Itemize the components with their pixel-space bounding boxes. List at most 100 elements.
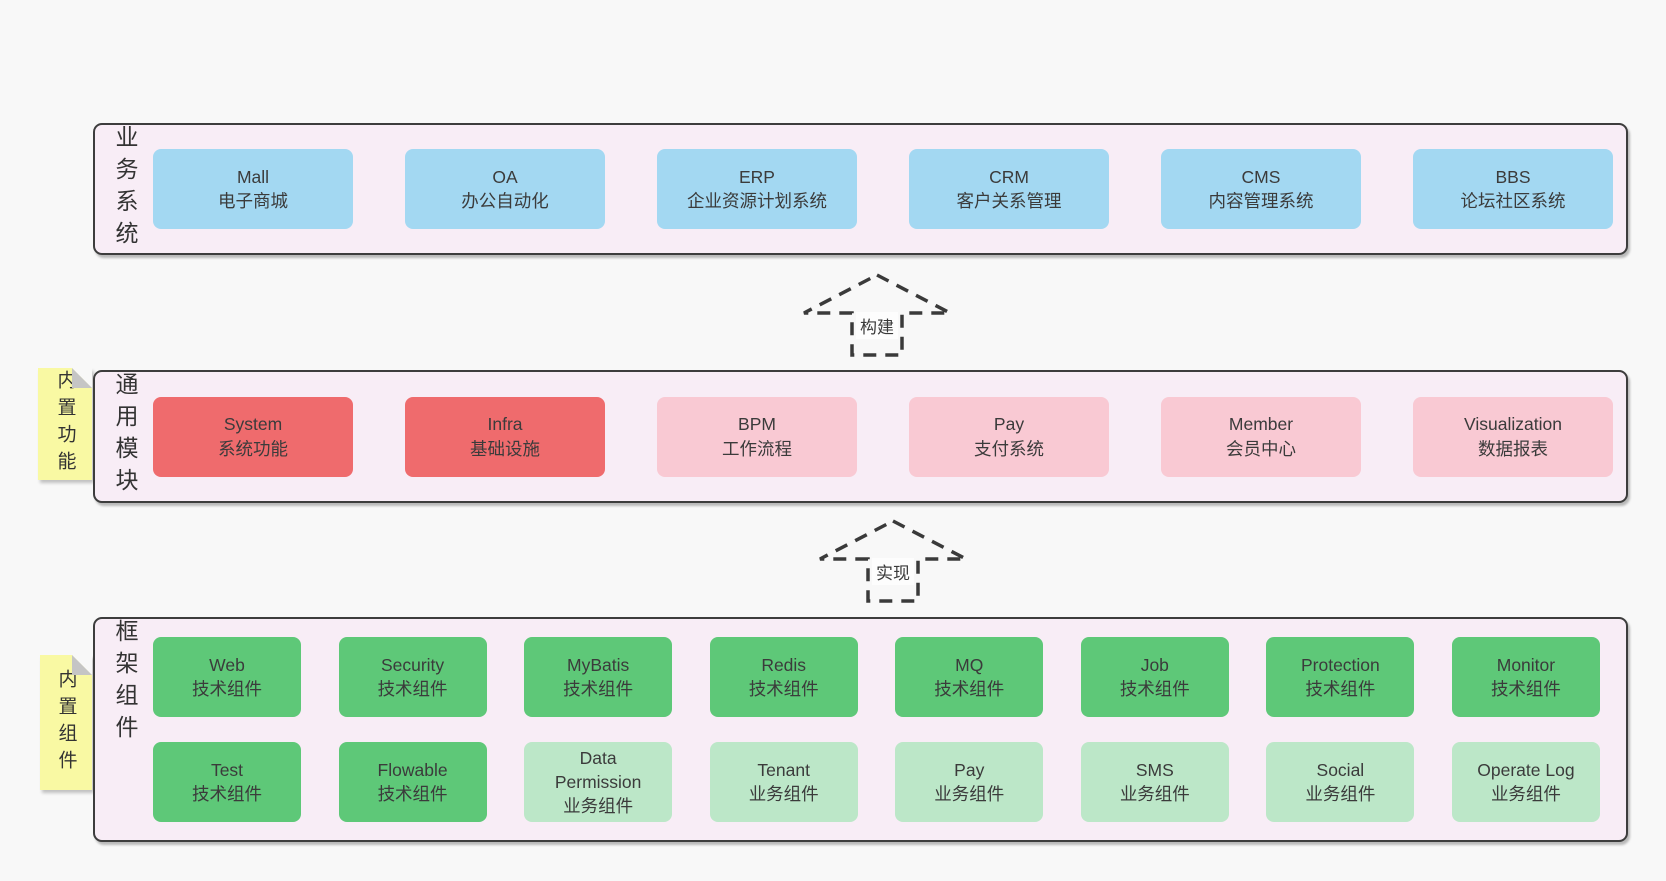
box-member: Member 会员中心	[1161, 396, 1361, 477]
box-subtitle: 业务组件	[1119, 784, 1190, 804]
box-title: Tenant	[757, 759, 810, 780]
arrow-label: 构建	[856, 312, 898, 339]
box-subtitle: 技术组件	[934, 679, 1005, 699]
box-title: OA	[492, 166, 518, 187]
box-title: Job	[1140, 654, 1169, 675]
box-subtitle: 基础设施	[470, 438, 540, 459]
folded-corner-icon	[72, 368, 92, 388]
box-test: Test 技术组件	[153, 742, 301, 822]
box-subtitle: 业务组件	[1305, 784, 1376, 804]
box-title: Visualization	[1464, 414, 1562, 435]
box-title: Social	[1316, 759, 1365, 780]
box-title: Mall	[236, 166, 270, 187]
box-subtitle: 支付系统	[974, 438, 1044, 459]
box-visualization: Visualization 数据报表	[1413, 396, 1613, 477]
box-subtitle: 技术组件	[1119, 679, 1190, 699]
box-subtitle: 工作流程	[722, 438, 792, 459]
box-title: Pay	[993, 414, 1025, 435]
box-subtitle: 数据报表	[1478, 438, 1548, 459]
box-sms: SMS 业务组件	[1080, 742, 1229, 822]
box-subtitle: 论坛社区系统	[1460, 191, 1566, 211]
box-subtitle: 技术组件	[1490, 679, 1561, 699]
implement-arrow: 实现	[813, 518, 973, 604]
builtin-features-note: 内置功能	[38, 368, 92, 480]
box-subtitle: 办公自动化	[461, 191, 549, 211]
box-erp: ERP 企业资源计划系统	[657, 149, 857, 229]
box-subtitle: 技术组件	[748, 679, 819, 699]
box-title: Flowable	[377, 759, 448, 780]
box-subtitle: 系统功能	[218, 438, 288, 459]
box-subtitle: 技术组件	[192, 679, 262, 699]
box-mall: Mall 电子商城	[153, 149, 353, 229]
box-title: MQ	[955, 654, 984, 675]
note-label: 内置组件	[55, 668, 77, 777]
box-subtitle: 电子商城	[218, 191, 288, 211]
box-subtitle: 业务组件	[1490, 784, 1561, 804]
box-security: Security 技术组件	[338, 637, 487, 717]
box-title: CRM	[989, 166, 1029, 187]
box-subtitle: 技术组件	[1305, 679, 1376, 699]
box-subtitle: 业务组件	[748, 784, 819, 804]
box-subtitle: 业务组件	[934, 784, 1005, 804]
box-bbs: BBS 论坛社区系统	[1413, 149, 1613, 229]
box-web: Web 技术组件	[153, 637, 301, 717]
box-title: Data Permission	[554, 747, 642, 792]
box-title: Infra	[487, 414, 523, 435]
note-label: 内置功能	[54, 370, 76, 478]
box-title: Security	[380, 654, 445, 675]
box-subtitle: 企业资源计划系统	[687, 191, 827, 211]
box-crm: CRM 客户关系管理	[909, 149, 1109, 229]
box-job: Job 技术组件	[1080, 637, 1229, 717]
box-oa: OA 办公自动化	[405, 149, 605, 229]
box-title: Operate Log	[1477, 759, 1575, 780]
box-title: BPM	[738, 414, 776, 435]
box-title: ERP	[739, 166, 775, 187]
box-subtitle: 技术组件	[377, 679, 448, 699]
box-title: SMS	[1135, 759, 1174, 780]
box-title: CMS	[1241, 166, 1281, 187]
box-social: Social 业务组件	[1266, 742, 1415, 822]
box-mybatis: MyBatis 技术组件	[524, 637, 673, 717]
box-subtitle: 业务组件	[563, 796, 634, 817]
box-title: Test	[210, 759, 244, 780]
box-title: Monitor	[1496, 654, 1556, 675]
builtin-components-note: 内置组件	[40, 655, 92, 790]
build-arrow: 构建	[797, 272, 957, 358]
panel-side-label: 框架组件	[112, 619, 138, 747]
box-monitor: Monitor 技术组件	[1451, 637, 1600, 717]
box-title: Pay	[954, 759, 985, 780]
box-title: Protection	[1300, 654, 1380, 675]
box-bpm: BPM 工作流程	[657, 396, 857, 477]
box-title: Member	[1228, 414, 1294, 435]
panel-side-label: 业务系统	[112, 125, 138, 253]
box-pay: Pay 支付系统	[909, 396, 1109, 477]
box-title: BBS	[1495, 166, 1531, 187]
box-infra: Infra 基础设施	[405, 396, 605, 477]
dashed-up-arrow-icon	[803, 273, 951, 357]
folded-corner-icon	[72, 655, 92, 675]
box-subtitle: 客户关系管理	[956, 191, 1062, 211]
box-tenant: Tenant 业务组件	[709, 742, 858, 822]
box-title: MyBatis	[567, 654, 630, 675]
panel-side-label: 通用模块	[112, 372, 138, 500]
box-subtitle: 会员中心	[1226, 438, 1296, 459]
box-subtitle: 技术组件	[192, 784, 262, 804]
box-subtitle: 技术组件	[377, 784, 448, 804]
box-subtitle: 技术组件	[563, 679, 634, 699]
business-systems-panel: 业务系统 Mall 电子商城 OA 办公自动化 ERP 企业资源计划系统 CRM 客户关系管理…	[93, 123, 1628, 255]
box-operate-log: Operate Log 业务组件	[1451, 742, 1600, 822]
box-title: Web	[209, 654, 245, 675]
box-pay: Pay 业务组件	[895, 742, 1044, 822]
box-flowable: Flowable 技术组件	[338, 742, 487, 822]
